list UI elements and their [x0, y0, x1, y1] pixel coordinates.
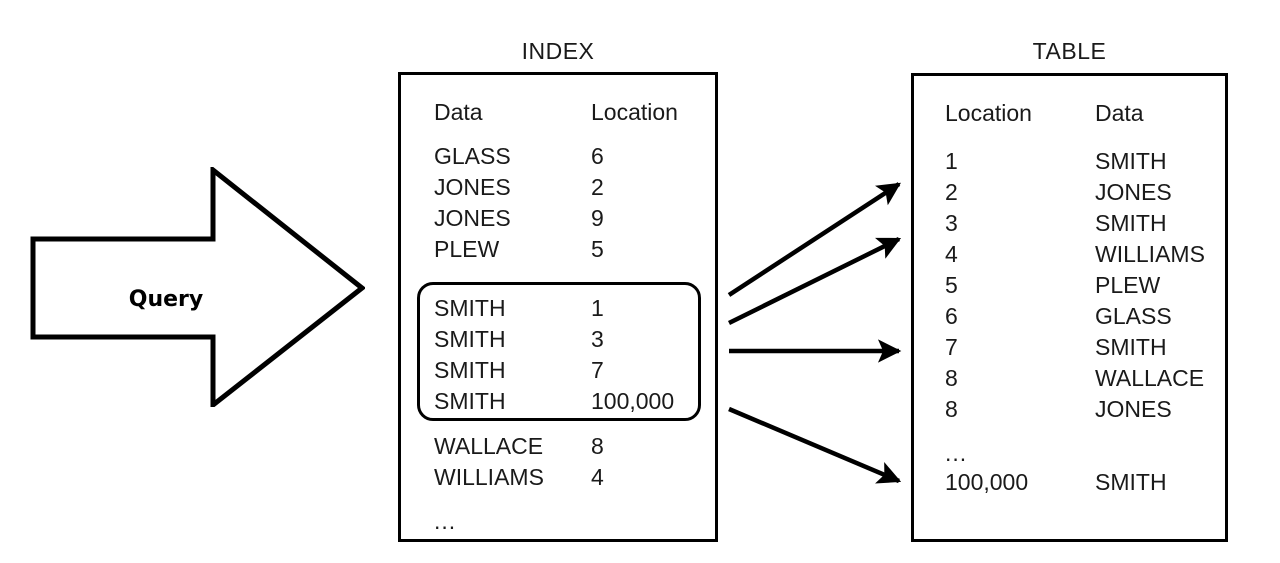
table-row: 8 WALLACE [914, 363, 1225, 394]
table-panel-box: Location Data 1 SMITH 2 JONES 3 SMITH 4 … [911, 73, 1228, 542]
table-row: 100,000 SMITH [914, 467, 1225, 498]
table-cell-location: 3 [945, 210, 958, 236]
table-row: 1 SMITH [914, 146, 1225, 177]
index-cell-location: 6 [591, 143, 604, 169]
table-row: 6 GLASS [914, 301, 1225, 332]
index-cell-location: 8 [591, 433, 604, 459]
table-column-header-data: Data [1095, 100, 1144, 126]
table-row: 5 PLEW [914, 270, 1225, 301]
table-column-header-location: Location [945, 100, 1032, 126]
table-row: SMITH 100,000 [401, 386, 715, 417]
index-cell-location: 9 [591, 205, 604, 231]
index-cell-data: WALLACE [434, 433, 544, 459]
table-cell-data: PLEW [1095, 272, 1161, 298]
table-cell-location: 1 [945, 148, 958, 174]
index-cell-location: 2 [591, 174, 604, 200]
table-cell-location: 8 [945, 396, 958, 422]
index-cell-location: 7 [591, 357, 604, 383]
table-row: JONES 9 [401, 203, 715, 234]
index-column-header-data: Data [434, 99, 483, 125]
table-cell-data: SMITH [1095, 148, 1167, 174]
index-cell-location: 3 [591, 326, 604, 352]
table-cell-data: SMITH [1095, 469, 1167, 495]
table-cell-data: SMITH [1095, 334, 1167, 360]
table-row: 7 SMITH [914, 332, 1225, 363]
table-header-row: Location Data [914, 98, 1225, 129]
table-cell-data: WILLIAMS [1095, 241, 1205, 267]
table-cell-location: 8 [945, 365, 958, 391]
query-arrow-shape [30, 167, 365, 407]
index-cell-location: 5 [591, 236, 604, 262]
table-row: WALLACE 8 [401, 431, 715, 462]
table-cell-location: 5 [945, 272, 958, 298]
index-cell-data: SMITH [434, 326, 506, 352]
arrow-smith-1 [727, 182, 901, 297]
index-cell-data: JONES [434, 174, 511, 200]
table-cell-data: GLASS [1095, 303, 1172, 329]
index-cell-data: SMITH [434, 357, 506, 383]
index-panel-title: INDEX [521, 38, 595, 64]
table-panel-title: TABLE [1032, 38, 1107, 64]
table-row: 2 JONES [914, 177, 1225, 208]
table-rows: Location Data 1 SMITH 2 JONES 3 SMITH 4 … [914, 76, 1225, 539]
index-panel-box: Data Location GLASS 6 JONES 2 JONES 9 PL… [398, 72, 718, 542]
table-row: PLEW 5 [401, 234, 715, 265]
index-header-row: Data Location [401, 97, 715, 128]
index-cell-location: 100,000 [591, 388, 675, 414]
table-cell-data: WALLACE [1095, 365, 1205, 391]
smith-entries-highlight [417, 282, 701, 421]
index-column-header-location: Location [591, 99, 678, 125]
table-row: 4 WILLIAMS [914, 239, 1225, 270]
table-row: GLASS 6 [401, 141, 715, 172]
arrow-smith-3 [728, 236, 902, 326]
table-cell-location: 100,000 [945, 469, 1029, 495]
index-cell-data: WILLIAMS [434, 464, 544, 490]
index-cell-data: JONES [434, 205, 511, 231]
arrow-smith-100000 [728, 406, 902, 484]
table-cell-location: 6 [945, 303, 958, 329]
index-cell-location: 1 [591, 295, 604, 321]
table-cell-location: 4 [945, 241, 958, 267]
table-ellipsis: ... [945, 440, 968, 466]
table-cell-data: SMITH [1095, 210, 1167, 236]
table-row: 3 SMITH [914, 208, 1225, 239]
query-label: Query [128, 287, 204, 312]
table-cell-data: JONES [1095, 179, 1172, 205]
table-row: JONES 2 [401, 172, 715, 203]
index-cell-data: GLASS [434, 143, 511, 169]
table-cell-location: 7 [945, 334, 958, 360]
table-cell-location: 2 [945, 179, 958, 205]
table-row: WILLIAMS 4 [401, 462, 715, 493]
index-ellipsis: ... [434, 508, 457, 534]
index-rows: Data Location GLASS 6 JONES 2 JONES 9 PL… [401, 75, 715, 539]
index-cell-data: PLEW [434, 236, 500, 262]
table-row: 8 JONES [914, 394, 1225, 425]
index-cell-data: SMITH [434, 295, 506, 321]
table-row: SMITH 1 [401, 293, 715, 324]
table-row: SMITH 3 [401, 324, 715, 355]
index-cell-data: SMITH [434, 388, 506, 414]
index-cell-location: 4 [591, 464, 604, 490]
table-row: SMITH 7 [401, 355, 715, 386]
table-cell-data: JONES [1095, 396, 1172, 422]
